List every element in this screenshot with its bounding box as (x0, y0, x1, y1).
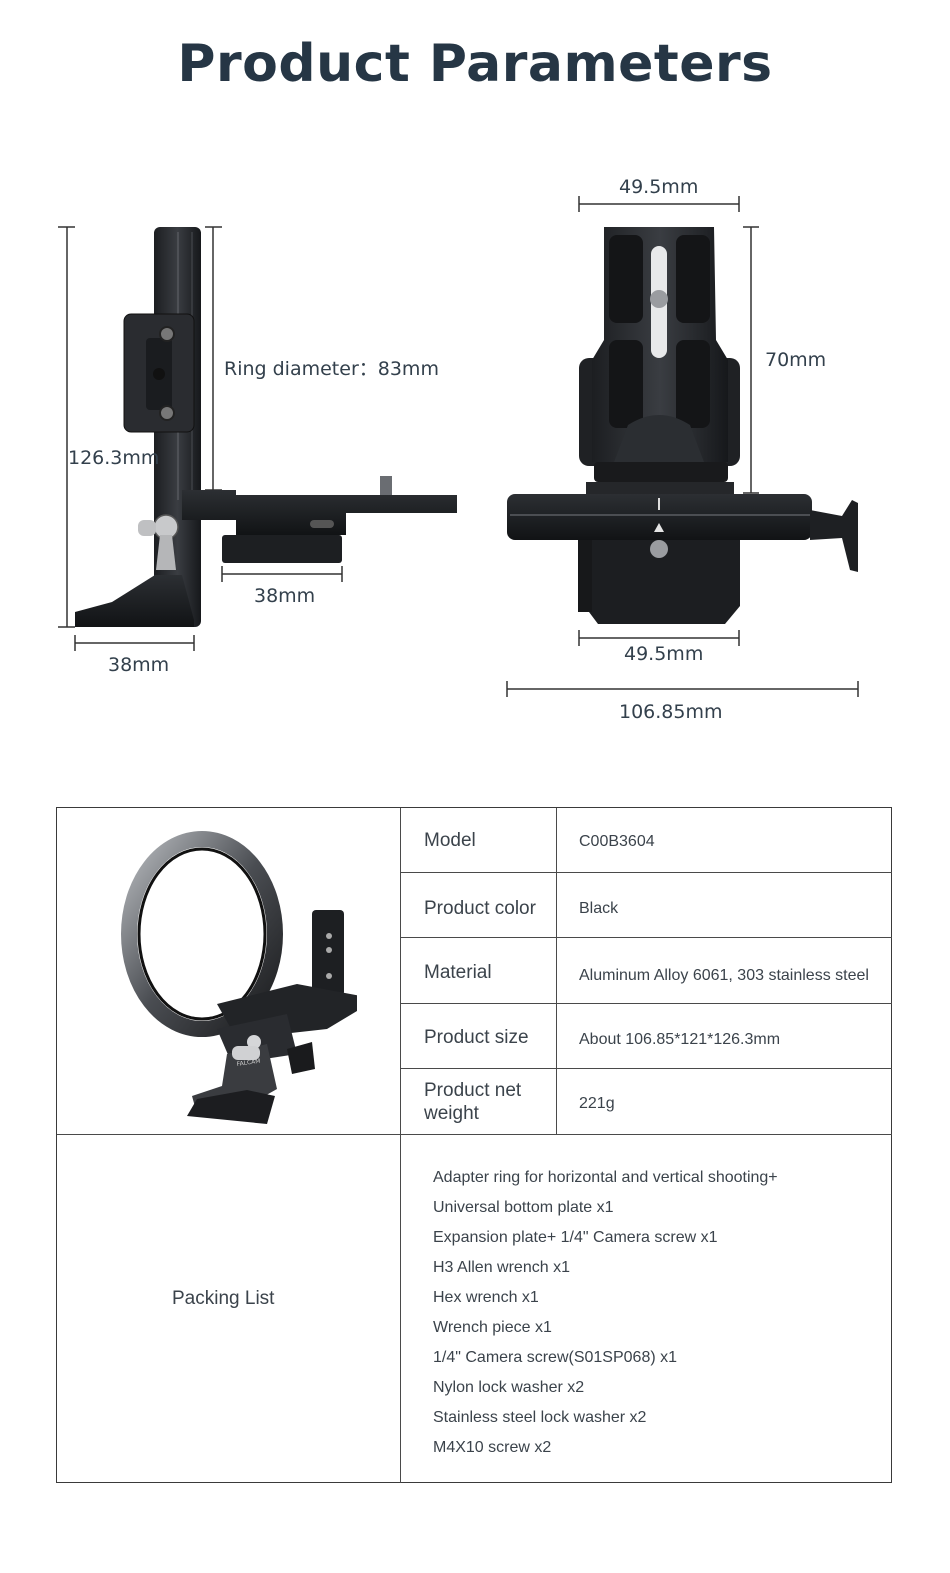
spec-value-size: About 106.85*121*126.3mm (579, 1031, 781, 1048)
total-width-label: 106.85mm (619, 701, 723, 723)
spec-label-model: Model (424, 830, 476, 851)
page-title: Product Parameters (177, 34, 773, 94)
top-width-label: 49.5mm (619, 176, 698, 198)
list-item: Wrench piece x1 (433, 1319, 552, 1336)
spec-label-weight: Product net weight (424, 1079, 521, 1125)
spec-table: FALCAM Model C00B3604 Product color Blac… (56, 807, 892, 1483)
spec-label-size: Product size (424, 1027, 529, 1048)
spec-label-material: Material (424, 962, 492, 983)
spec-label-weight-line1: Product net (424, 1080, 522, 1101)
plate-width-label: 38mm (254, 585, 315, 607)
spec-label-color: Product color (424, 898, 536, 919)
front-view-drawing (506, 196, 859, 697)
list-item: Stainless steel lock washer x2 (433, 1409, 647, 1426)
spec-label-weight-line2: weight (424, 1103, 479, 1124)
spec-value-material: Aluminum Alloy 6061, 303 stainless steel (579, 967, 869, 984)
ring-diameter-label: Ring diameter：83mm (224, 358, 439, 380)
spec-value-weight: 221g (579, 1095, 615, 1112)
packing-list-label: Packing List (172, 1288, 275, 1309)
list-item: Universal bottom plate x1 (433, 1199, 614, 1216)
dimension-drawings: 126.3mm Ring diameter：83mm 38mm 38mm (58, 176, 859, 723)
brand-logo: FALCAM (236, 1058, 261, 1068)
spec-value-model: C00B3604 (579, 833, 655, 850)
base-width-label: 38mm (108, 654, 169, 676)
list-item: H3 Allen wrench x1 (433, 1259, 570, 1276)
list-item: Hex wrench x1 (433, 1289, 539, 1306)
front-height-label: 70mm (765, 349, 826, 371)
list-item: Expansion plate+ 1/4" Camera screw x1 (433, 1229, 718, 1246)
list-item: 1/4" Camera screw(S01SP068) x1 (433, 1349, 678, 1366)
packing-list: Adapter ring for horizontal and vertical… (433, 1163, 778, 1463)
side-view-drawing (58, 226, 457, 651)
list-item: M4X10 screw x2 (433, 1439, 552, 1456)
list-item: Adapter ring for horizontal and vertical… (433, 1169, 778, 1186)
list-item: Nylon lock washer x2 (433, 1379, 585, 1396)
product-image: FALCAM (121, 831, 357, 1124)
spec-value-color: Black (579, 900, 619, 917)
bottom-width-label: 49.5mm (624, 643, 703, 665)
side-height-label: 126.3mm (68, 447, 159, 469)
